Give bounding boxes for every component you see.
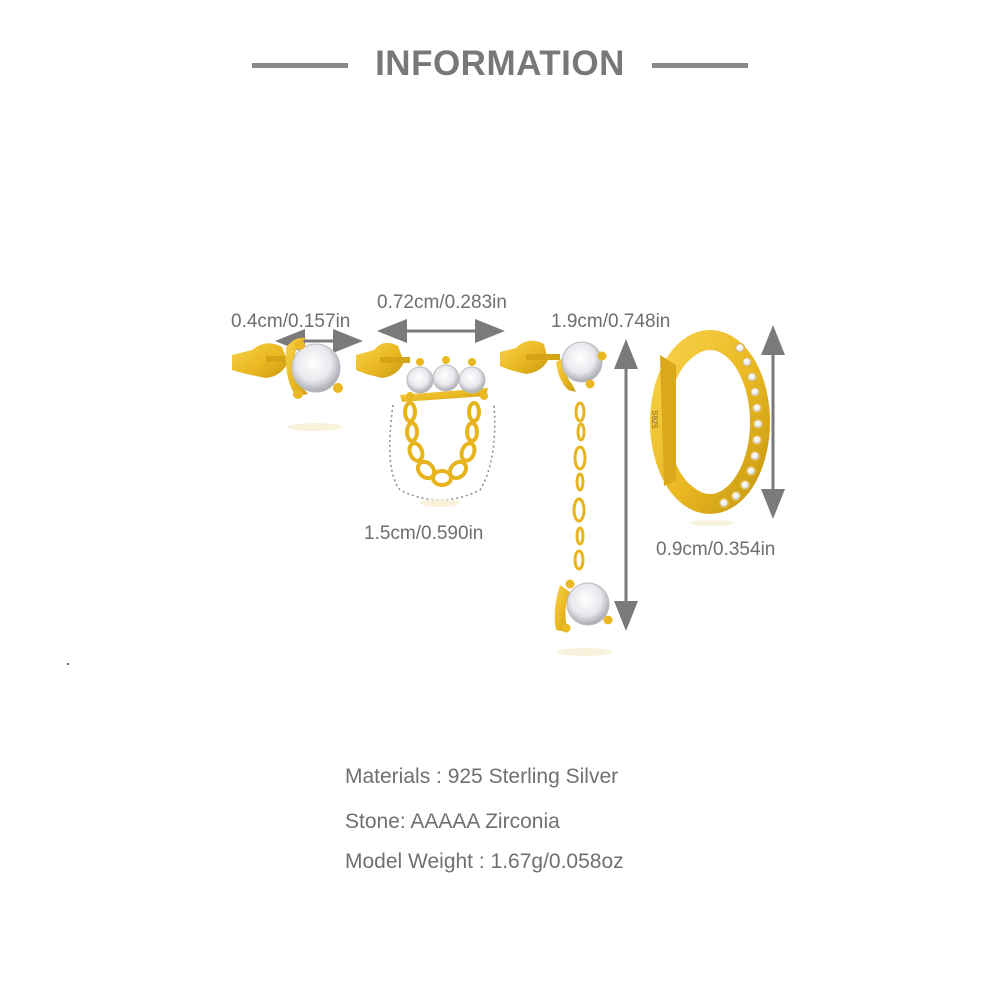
dim-hoop-diameter: 0.9cm/0.354in [656, 539, 776, 560]
drop-earring-icon [500, 340, 613, 656]
title-rule-left [252, 63, 348, 68]
dim-drop-length: 1.9cm/0.748in [551, 311, 671, 332]
spec-weight: Model Weight : 1.67g/0.058oz [345, 850, 624, 873]
dim-stud-width: 0.4cm/0.157in [231, 311, 351, 332]
page-title: INFORMATION [375, 44, 625, 83]
title-rule-right [652, 63, 748, 68]
spec-materials: Materials : 925 Sterling Silver [345, 765, 619, 788]
hoop-stamp: S925 [650, 410, 659, 429]
dim-chain-stud-drop: 1.5cm/0.590in [364, 523, 484, 544]
stud-earring-icon [232, 337, 343, 431]
dim-chain-stud-width: 0.72cm/0.283in [377, 292, 507, 313]
hoop-earring-icon: S925 [650, 330, 770, 526]
spec-stone: Stone: AAAAA Zirconia [345, 810, 560, 833]
stray-dot [67, 663, 69, 665]
chain-stud-earring-icon [356, 342, 496, 507]
measure-arrows [275, 319, 785, 631]
